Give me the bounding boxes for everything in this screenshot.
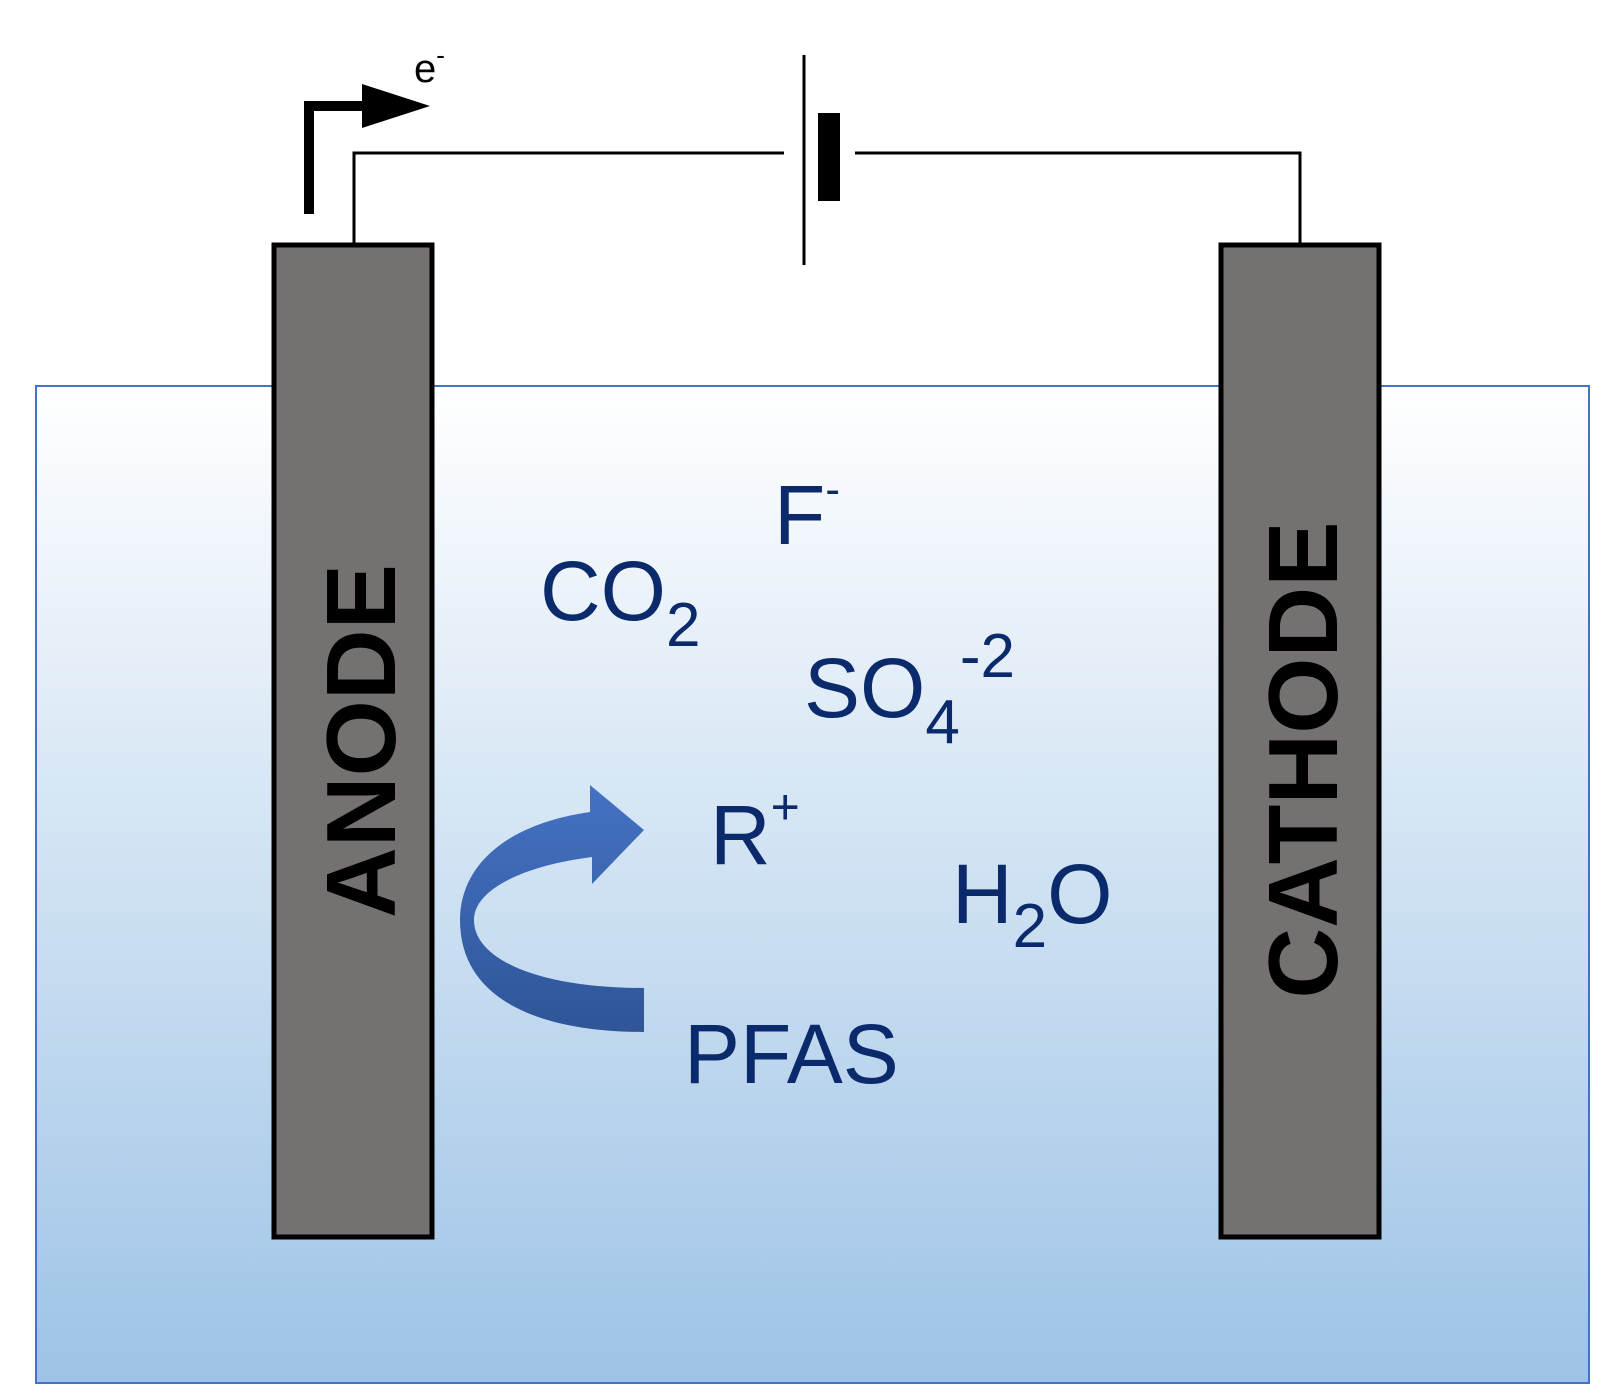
species-carbon-dioxide: CO2 — [540, 544, 700, 660]
species-water: H2O — [952, 847, 1113, 961]
circuit-wire-left — [352, 151, 784, 245]
anode-electrode — [271, 242, 435, 1240]
species-radical-cation: R+ — [710, 779, 800, 882]
electron-flow-arrow-icon — [304, 84, 430, 214]
reaction-arrow-icon — [460, 785, 644, 1032]
cathode-electrode — [1218, 242, 1382, 1240]
circuit-wire-right — [855, 151, 1302, 245]
battery-icon — [802, 55, 840, 265]
species-pfas: PFAS — [684, 1007, 899, 1101]
anode-label: ANODE — [306, 564, 416, 918]
cathode-label: CATHODE — [1248, 521, 1358, 998]
species-fluoride: F- — [774, 465, 840, 562]
species-sulfate: SO4-2 — [804, 622, 1015, 757]
electron-label: e- — [414, 40, 445, 91]
